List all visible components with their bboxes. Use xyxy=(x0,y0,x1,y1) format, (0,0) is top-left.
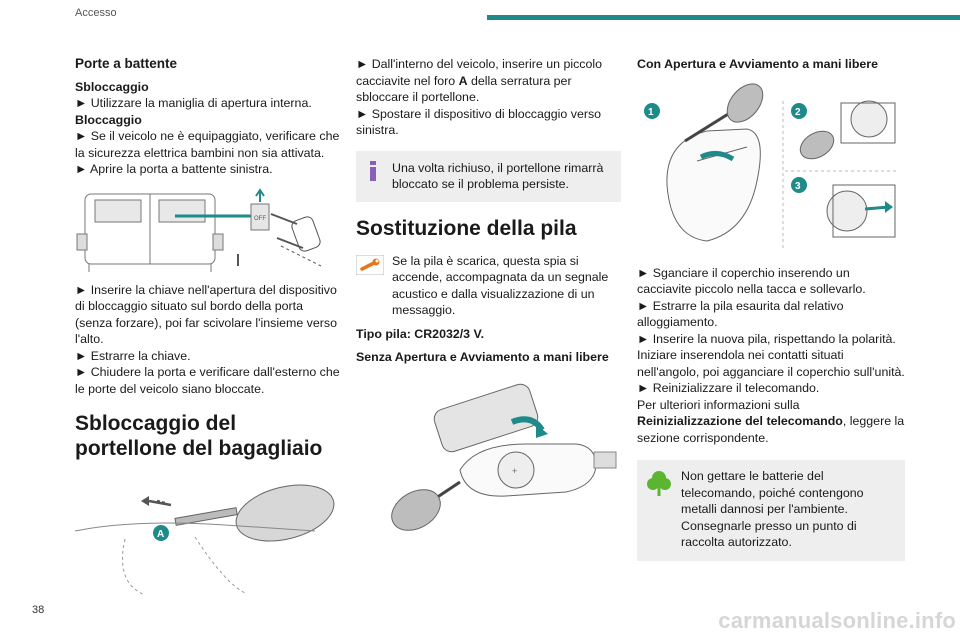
unlock-step: ► Utilizzare la maniglia di apertura int… xyxy=(75,96,312,110)
info-icon xyxy=(370,160,376,181)
keyless-step-4: ► Reinizializzare il telecomando. xyxy=(637,381,820,395)
section-heading-hinged-doors: Porte a battente xyxy=(75,56,178,71)
close-door-step: ► Chiudere la porta e verificare dall'es… xyxy=(75,365,340,396)
with-keyless-heading: Con Apertura e Avviamento a mani libere xyxy=(637,57,878,71)
van-rear-door-illustration: OFF xyxy=(76,187,322,272)
info-note: Una volta richiuso, il portellone rimarr… xyxy=(356,150,621,202)
lock-step-2: ► Aprire la porta a battente sinistra. xyxy=(75,162,273,176)
column-left: Porte a battente Sbloccaggio ► Utilizzar… xyxy=(75,56,343,607)
section-heading-tailgate: Sbloccaggio del portellone del bagagliai… xyxy=(75,412,323,460)
extract-key-step: ► Estrarre la chiave. xyxy=(75,348,191,363)
tailgate-screwdriver-illustration: A xyxy=(75,484,335,596)
page-number: 38 xyxy=(32,604,45,616)
fig-label-a: A xyxy=(157,529,164,540)
key-battery-replacement-illustration: + xyxy=(391,383,617,531)
eco-note: Non gettare le batterie del telecomando,… xyxy=(637,460,905,561)
step-badge-2: 2 xyxy=(795,107,801,118)
step-badge-1: 1 xyxy=(648,107,654,118)
fig-label-off: OFF xyxy=(254,216,266,222)
column-middle: ► Dall'interno del veicolo, inserire un … xyxy=(356,56,621,552)
lock-step-1: ► Se il veicolo ne è equipaggiato, verif… xyxy=(75,129,340,160)
keyless-step-3: ► Inserire la nuova pila, rispettando la… xyxy=(637,331,905,379)
header-section-title: Accesso xyxy=(75,7,117,19)
unlock-title: Sbloccaggio xyxy=(75,79,149,94)
keyless-step-2: ► Estrarre la pila esaurita dal relativo… xyxy=(637,298,844,330)
wrench-warning-icon xyxy=(356,254,384,275)
svg-text:+: + xyxy=(512,466,517,476)
keyless-step-1: ► Sganciare il coperchio inserendo un ca… xyxy=(637,265,866,297)
keyless-battery-replacement-illustration: 1 2 3 xyxy=(644,82,899,249)
step-badge-3: 3 xyxy=(795,181,801,192)
column-right: Con Apertura e Avviamento a mani libere … xyxy=(637,56,905,561)
tailgate-step-1: ► Dall'interno del veicolo, inserire un … xyxy=(356,57,603,104)
watermark: carmanualsonline.info xyxy=(718,608,956,633)
more-info: Per ulteriori informazioni sulla Reinizi… xyxy=(637,397,905,445)
without-keyless-heading: Senza Apertura e Avviamento a mani liber… xyxy=(356,350,609,364)
eco-leaf-icon xyxy=(647,471,671,496)
eco-note-text: Non gettare le batterie del telecomando,… xyxy=(681,469,864,549)
battery-warning-text: Se la pila è scarica, questa spia si acc… xyxy=(392,253,609,318)
lock-title: Bloccaggio xyxy=(75,112,142,127)
battery-type: Tipo pila: CR2032/3 V. xyxy=(356,326,485,341)
tailgate-step-2: ► Spostare il dispositivo di bloccaggio … xyxy=(356,106,602,138)
info-note-text: Una volta richiuso, il portellone rimarr… xyxy=(392,160,604,192)
header-accent-bar xyxy=(487,15,960,20)
section-heading-battery: Sostituzione della pila xyxy=(356,216,577,240)
battery-warning: Se la pila è scarica, questa spia si acc… xyxy=(356,253,621,319)
insert-key-step: ► Inserire la chiave nell'apertura del d… xyxy=(75,282,337,347)
